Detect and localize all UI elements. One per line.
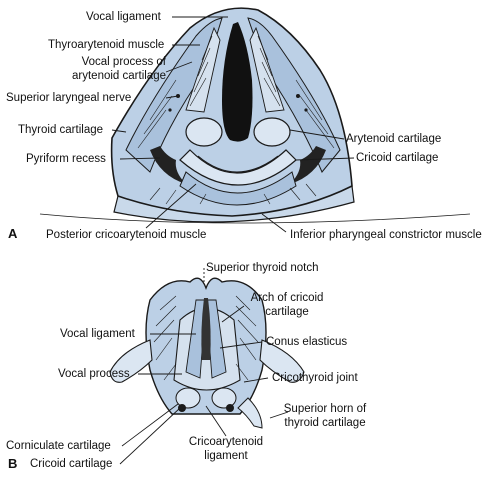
corniculate-right — [226, 404, 234, 412]
panel-b-hatching — [153, 295, 259, 381]
mucosa-line — [39, 213, 471, 224]
label-thyroid-cartilage: Thyroid cartilage — [18, 124, 104, 136]
label-thyroarytenoid-muscle: Thyroarytenoid muscle — [48, 39, 165, 51]
label-arch-of-cricoid-line1: Arch of cricoid — [250, 292, 324, 304]
label-superior-horn-line1: Superior horn of — [283, 403, 367, 415]
pyriform-recess-left — [150, 146, 186, 184]
panel-letter-a: A — [8, 226, 18, 241]
label-arch-of-cricoid-line2: cartilage — [265, 306, 309, 318]
label-cricoarytenoid-line2: ligament — [204, 450, 248, 462]
label-vocal-process-line2: arytenoid cartilage — [72, 70, 166, 82]
arytenoid-left — [185, 117, 223, 147]
thyroid-lamina-right — [247, 17, 341, 173]
inferior-horn-right — [237, 397, 263, 429]
arytenoid-posterior-left — [175, 387, 201, 409]
superior-horn-left — [109, 339, 153, 383]
muscle-hatching — [137, 35, 335, 149]
constrictor-hatching — [149, 183, 317, 205]
label-pyriform-recess: Pyriform recess — [26, 153, 106, 165]
panel-letter-b: B — [8, 456, 18, 471]
label-superior-thyroid-notch: Superior thyroid notch — [206, 262, 319, 274]
superior-horn-right — [259, 339, 305, 383]
label-vocal-ligament-b: Vocal ligament — [60, 328, 135, 340]
label-cricoid-cartilage-a: Cricoid cartilage — [356, 152, 439, 164]
label-superior-horn-line2: thyroid cartilage — [284, 417, 366, 429]
arytenoid-right — [253, 117, 291, 147]
label-cricothyroid-joint: Cricothyroid joint — [272, 372, 358, 384]
label-vocal-process-line1: Vocal process of — [81, 56, 166, 68]
label-cricoarytenoid-line1: Cricoarytenoid — [188, 436, 264, 448]
corniculate-left — [178, 404, 186, 412]
label-arytenoid-cartilage: Arytenoid cartilage — [346, 133, 442, 145]
label-cricoid-cartilage-b: Cricoid cartilage — [30, 458, 113, 470]
cricoid-inner — [197, 155, 279, 173]
label-inferior-pharyngeal-constrictor: Inferior pharyngeal constrictor muscle — [290, 229, 482, 241]
glottic-slit — [201, 298, 211, 360]
posterior-cricoarytenoid-muscle — [179, 171, 297, 206]
label-posterior-cricoarytenoid-muscle: Posterior cricoarytenoid muscle — [46, 229, 207, 241]
pyriform-recess-right — [290, 146, 326, 184]
cricoid-ring — [179, 149, 297, 186]
panel-a-illustration — [39, 7, 471, 224]
label-superior-laryngeal-nerve: Superior laryngeal nerve — [6, 92, 132, 104]
panel-b-leaders — [119, 268, 289, 465]
label-corniculate-cartilage: Corniculate cartilage — [6, 440, 111, 452]
panel-a-leaders — [111, 16, 355, 233]
label-vocal-ligament-a: Vocal ligament — [86, 11, 161, 23]
rima-glottidis — [222, 22, 253, 142]
arytenoid-posterior-right — [211, 387, 237, 409]
thyroid-lamina-left — [125, 17, 223, 173]
label-conus-elasticus: Conus elasticus — [266, 336, 348, 348]
label-vocal-process-b: Vocal process — [58, 368, 130, 380]
